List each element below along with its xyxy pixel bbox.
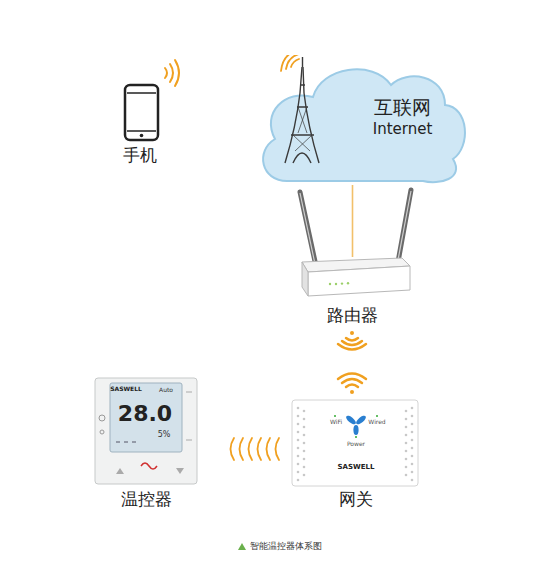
brand-logo: SASWELL: [110, 386, 142, 392]
node-label: 路由器: [327, 304, 378, 326]
mode-indicator: Auto: [159, 387, 173, 393]
phone-node: 手机: [108, 82, 172, 168]
node-label: 温控器: [121, 488, 172, 510]
thermostat-node: 温控器: [92, 375, 200, 511]
figure-caption: 智能温控器体系图: [250, 541, 322, 552]
caption-marker: [238, 543, 246, 550]
node-label: 手机: [123, 144, 157, 166]
temperature-reading: 28.0: [118, 403, 172, 425]
router-icon: [300, 190, 411, 296]
wifi-signal: [338, 331, 366, 350]
text-box: 温控器: [92, 488, 200, 510]
text-box: 手机: [108, 144, 172, 166]
text-box: 网关: [292, 488, 420, 510]
phone-signal: [165, 60, 179, 86]
node-label: 互联网: [374, 95, 431, 120]
connector-line: [352, 185, 354, 257]
cloud-outline: [263, 69, 465, 182]
indicator-label: Power: [347, 441, 365, 447]
wireless-signal: [231, 438, 280, 460]
router-node: 路由器: [295, 257, 410, 327]
brand-logo: SASWELL: [338, 464, 375, 471]
thermostat-device: [95, 378, 197, 484]
node-sublabel: Internet: [373, 120, 433, 140]
indicator-label: Wired: [368, 419, 385, 425]
phone-icon: [125, 85, 158, 140]
eiffel-tower: [285, 57, 319, 163]
text-box: 路由器: [295, 304, 410, 326]
text-box: 互联网Internet: [340, 95, 465, 139]
node-label: 网关: [339, 488, 373, 510]
internet-cloud: 互联网Internet: [255, 55, 470, 185]
humidity-reading: 5%: [158, 431, 171, 439]
indicator-label: WiFi: [330, 419, 342, 425]
gateway-node: 网关: [292, 397, 420, 511]
wifi-signal: [281, 55, 299, 71]
wifi-signal: [338, 374, 366, 395]
gateway-device: [292, 400, 418, 486]
cloud-shape: [255, 55, 470, 185]
